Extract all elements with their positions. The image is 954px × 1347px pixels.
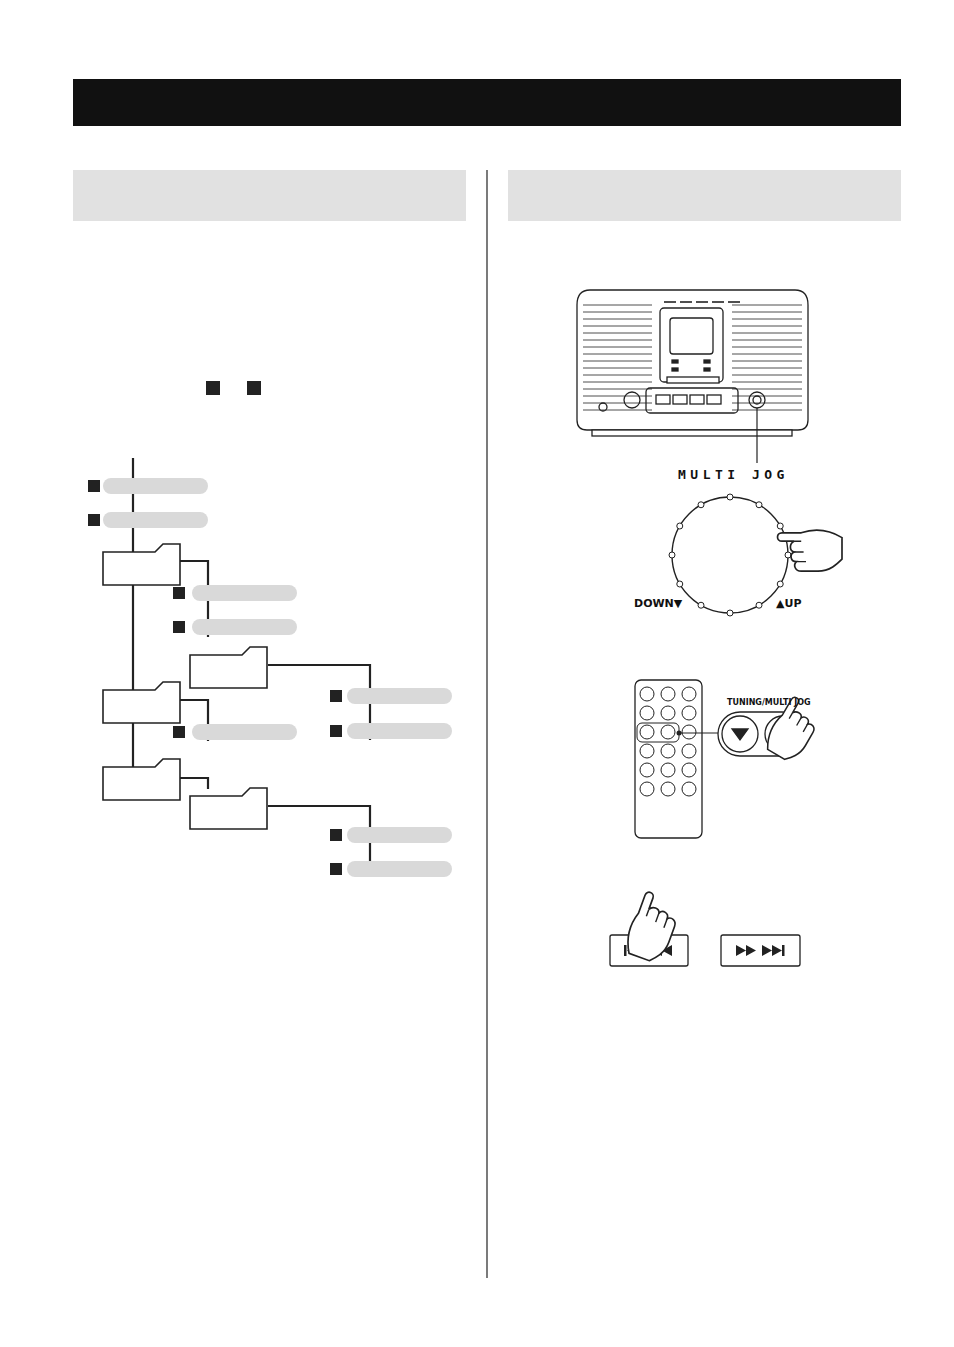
radio-unit: [577, 290, 808, 436]
section-band: [73, 170, 466, 221]
leader-line: [756, 408, 757, 463]
button-group-name: TUNING/MULTI JOG: [727, 699, 811, 707]
column-divider: [486, 170, 487, 1278]
header-bar: [73, 79, 901, 126]
jog-dial: [672, 497, 788, 613]
direction-label: DOWN▼: [634, 598, 682, 609]
control-name: MULTI JOG: [678, 468, 789, 481]
direction-label: ▲UP: [776, 598, 801, 609]
hand: [778, 530, 843, 571]
remote-control: [635, 680, 702, 838]
top-buttons: [664, 301, 740, 303]
speaker-grille: [583, 305, 802, 410]
hand: [622, 890, 682, 965]
section-band: [508, 170, 901, 221]
